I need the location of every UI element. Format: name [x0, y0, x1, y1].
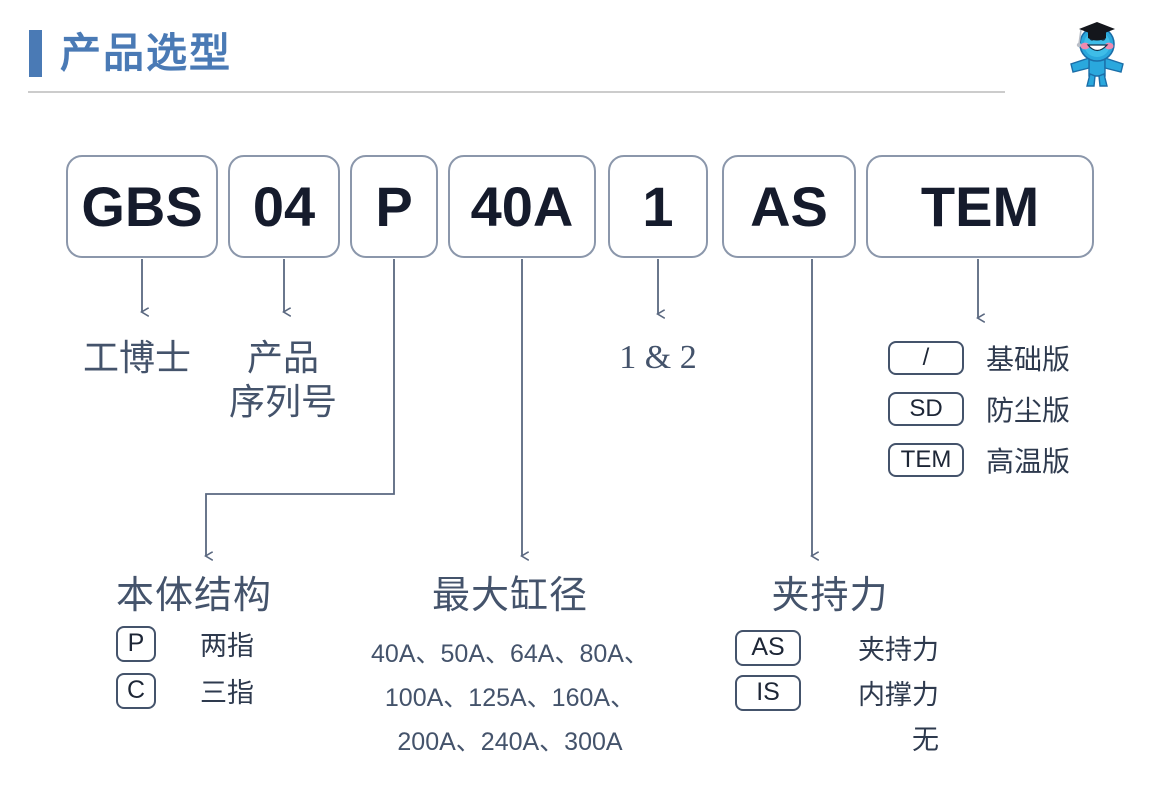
label-finger-count: 1 & 2: [619, 339, 697, 376]
label-serial-line1: 产品: [246, 337, 319, 378]
bore-values-line: 40A、50A、64A、80A、: [371, 640, 649, 668]
version-code-chip: /: [888, 341, 964, 375]
bore-group: 最大缸径 40A、50A、64A、80A、 100A、125A、160A、 20…: [360, 572, 660, 764]
code-box-version[interactable]: TEM: [866, 155, 1094, 258]
header-divider: [28, 91, 1005, 93]
graduate-mascot-icon: [1057, 14, 1137, 90]
clamp-force-code-chip: [735, 719, 801, 756]
clamp-force-option-row[interactable]: AS 夹持力: [735, 628, 939, 667]
page-title: 产品选型: [60, 30, 232, 76]
body-structure-code-chip: P: [116, 625, 156, 662]
version-option-row[interactable]: SD 防尘版: [888, 389, 1070, 429]
clamp-force-option-row[interactable]: 无: [735, 718, 939, 757]
clamp-force-code-chip: IS: [735, 674, 801, 711]
label-serial: 产品 序列号: [218, 336, 348, 424]
version-desc: 高温版: [986, 446, 1071, 477]
version-desc: 防尘版: [986, 395, 1071, 426]
bore-title: 最大缸径: [431, 575, 588, 617]
clamp-force-desc: 夹持力: [858, 635, 939, 665]
clamp-force-group: 夹持力 AS 夹持力 IS 内撑力 无: [735, 572, 939, 763]
version-desc: 基础版: [986, 344, 1071, 375]
version-code-chip: TEM: [888, 443, 964, 477]
label-brand: 工博士: [83, 337, 192, 378]
code-box-brand[interactable]: GBS: [66, 155, 218, 258]
body-structure-desc: 三指: [200, 678, 254, 708]
body-structure-option-row[interactable]: P 两指: [116, 624, 272, 663]
body-structure-group: 本体结构 P 两指 C 三指: [116, 572, 272, 718]
title-accent-bar: [29, 30, 42, 77]
body-structure-option-row[interactable]: C 三指: [116, 671, 272, 710]
code-box-bore[interactable]: 40A: [448, 155, 596, 258]
body-structure-code-chip: C: [116, 672, 156, 709]
body-structure-desc: 两指: [200, 631, 254, 661]
version-code-chip: SD: [888, 392, 964, 426]
code-box-serial[interactable]: 04: [228, 155, 340, 258]
bore-values-line: 100A、125A、160A、: [384, 684, 636, 712]
version-option-row[interactable]: / 基础版: [888, 338, 1070, 378]
clamp-force-title: 夹持力: [771, 575, 889, 617]
clamp-force-option-row[interactable]: IS 内撑力: [735, 673, 939, 712]
code-box-finger-count[interactable]: 1: [608, 155, 708, 258]
version-options-group: / 基础版 SD 防尘版 TEM 高温版: [888, 338, 1070, 491]
clamp-force-desc: 无: [912, 725, 939, 755]
body-structure-title: 本体结构: [116, 575, 273, 617]
code-box-structure[interactable]: P: [350, 155, 438, 258]
clamp-force-code-chip: AS: [735, 629, 801, 666]
code-box-force[interactable]: AS: [722, 155, 856, 258]
clamp-force-desc: 内撑力: [858, 680, 939, 710]
bore-values-line: 200A、240A、300A: [397, 728, 623, 756]
version-option-row[interactable]: TEM 高温版: [888, 440, 1070, 480]
label-serial-line2: 序列号: [228, 381, 337, 422]
